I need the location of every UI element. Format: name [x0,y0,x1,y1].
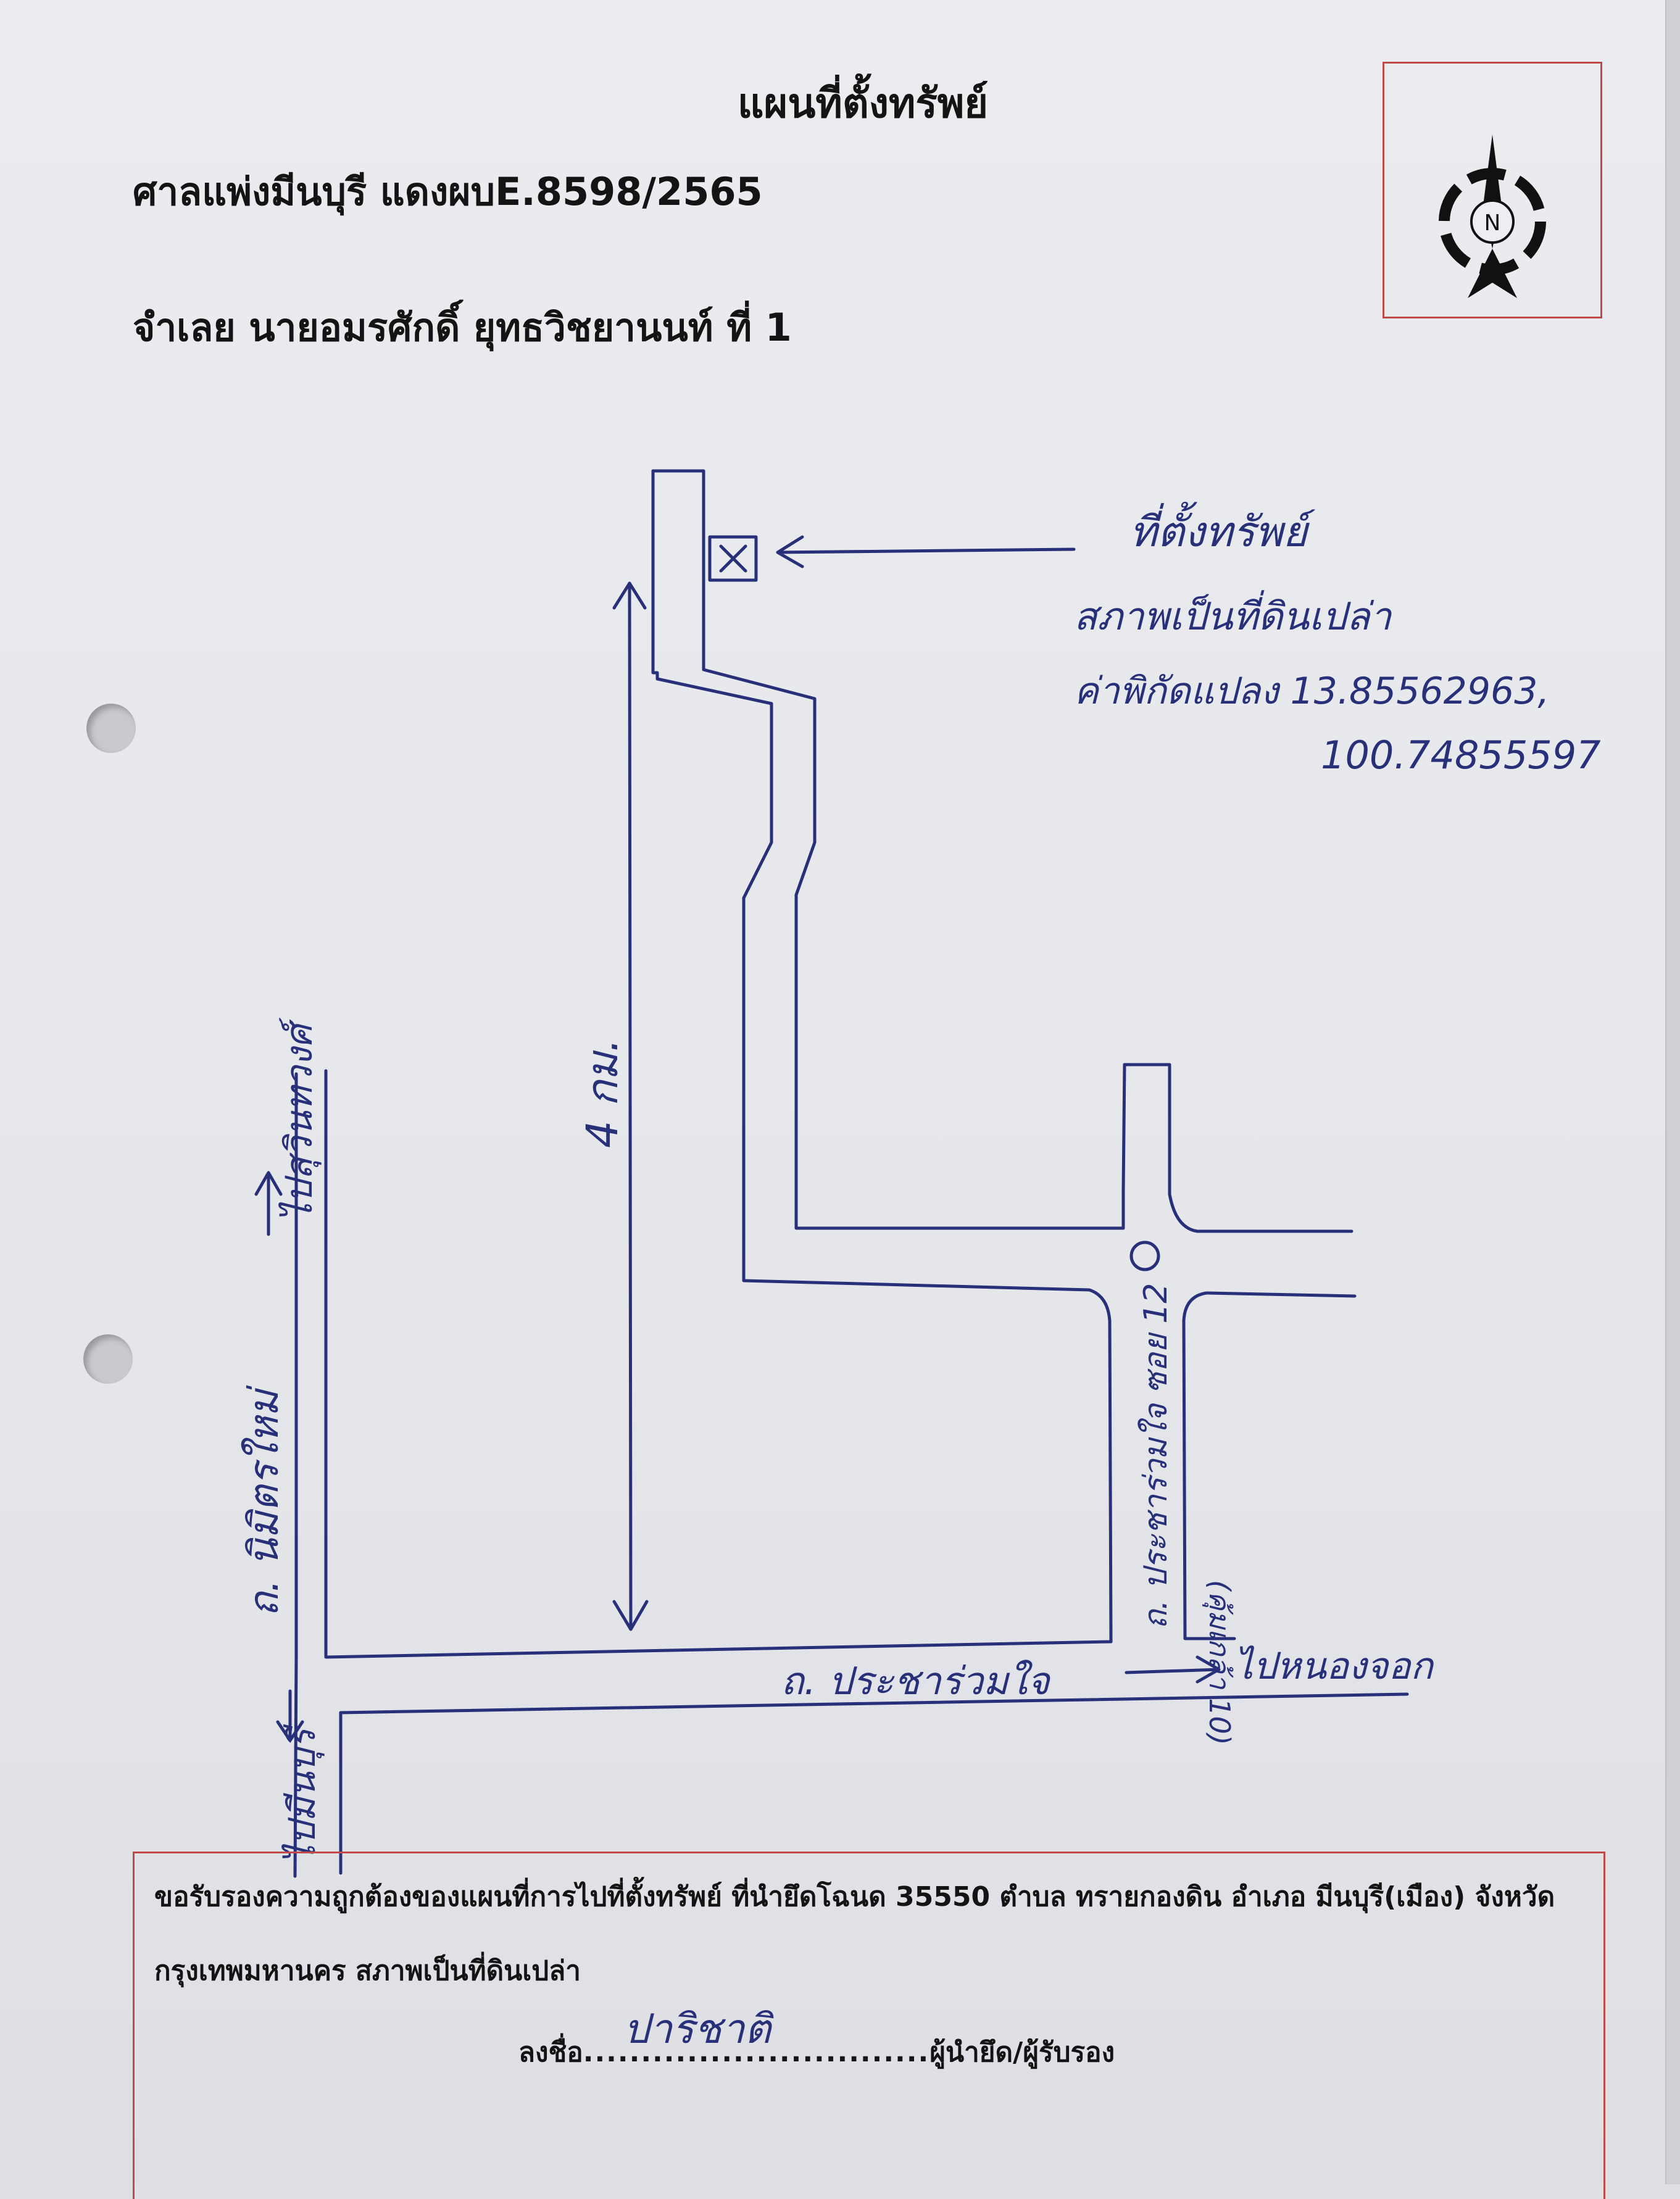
arrow-up-left [254,1171,283,1236]
lane-right-edge [651,469,1126,1230]
to-bottom-left-label: ไปมีนบุรี [281,1724,325,1864]
property-label: ที่ตั้งทรัพย์ [1129,501,1315,557]
road-left-label: ถ. นิมิตรใหม่ [240,1385,288,1617]
main-road-left-outer [293,1072,298,1878]
main-road-bottom [339,1692,1409,1715]
case-number: ศาลแพ่งมีนบุรี แดงผบE.8598/2565 [133,169,763,214]
junction-marker [1129,1241,1160,1271]
map-title: แผนที่ตั้งทรัพย์ [738,80,989,127]
lane-top-right [1123,1063,1354,1233]
coordinate-label: ค่าพิกัดแปลง 13.85562963, [1074,670,1549,713]
certification-line-2: กรุงเทพมหานคร สภาพเป็นที่ดินเปล่า [154,1955,581,1987]
next-page-edge [1665,0,1680,2184]
punch-hole-bottom [83,1334,133,1384]
distance-label: 4 กม. [577,1038,628,1148]
handwritten-signature: ปาริชาติ [623,2005,771,2053]
lane-left-edge [651,469,1113,1644]
certification-line-1: ขอรับรองความถูกต้องของแผนที่การไปที่ตั้ง… [154,1881,1555,1913]
sign-dots: .............................. [583,2037,930,2068]
punch-hole-top [86,704,136,753]
road-bottom-label: ถ. ประชาร่วมใจ [781,1658,1051,1703]
handwritten-labels: ที่ตั้งทรัพย์ สภาพเป็นที่ดินเปล่า ค่าพิก… [240,501,1601,1864]
arrow-right [1125,1655,1221,1684]
soi-label: ถ. ประชาร่วมใจ ซอย 12 [1137,1283,1175,1629]
sign-suffix: ผู้นำยึด/ผู้รับรอง [929,2037,1115,2068]
to-top-left-label: ไปสุวินทวงศ์ [278,1017,322,1222]
main-road-left-inner [324,1069,1113,1659]
property-condition: สภาพเป็นที่ดินเปล่า [1074,590,1392,639]
property-marker [708,535,758,582]
compass-frame: N [1383,62,1602,318]
coordinate-value: 100.74855597 [1321,733,1601,778]
road-right-lower [1205,1291,1357,1298]
signature-line: ลงชื่อ..............................ผู้น… [518,2031,1115,2074]
distance-arrow [612,581,649,1631]
defendant-name: จำเลย นายอมรศักดิ์ ยุทธวิชยานนท์ ที่ 1 [133,305,792,350]
pointer-arrow [776,535,1076,568]
sign-prefix: ลงชื่อ [518,2037,583,2068]
north-arrow-icon: N [1439,135,1546,298]
arrow-down-left [276,1689,304,1742]
to-right-label: ไปหนองจอก [1234,1645,1434,1688]
soi-sub-label: (คุ้มเกล้า 10) [1202,1580,1236,1745]
soi-right-edge [1182,1291,1236,1640]
certification-box [133,1852,1605,2199]
compass-north-label: N [1484,210,1501,236]
